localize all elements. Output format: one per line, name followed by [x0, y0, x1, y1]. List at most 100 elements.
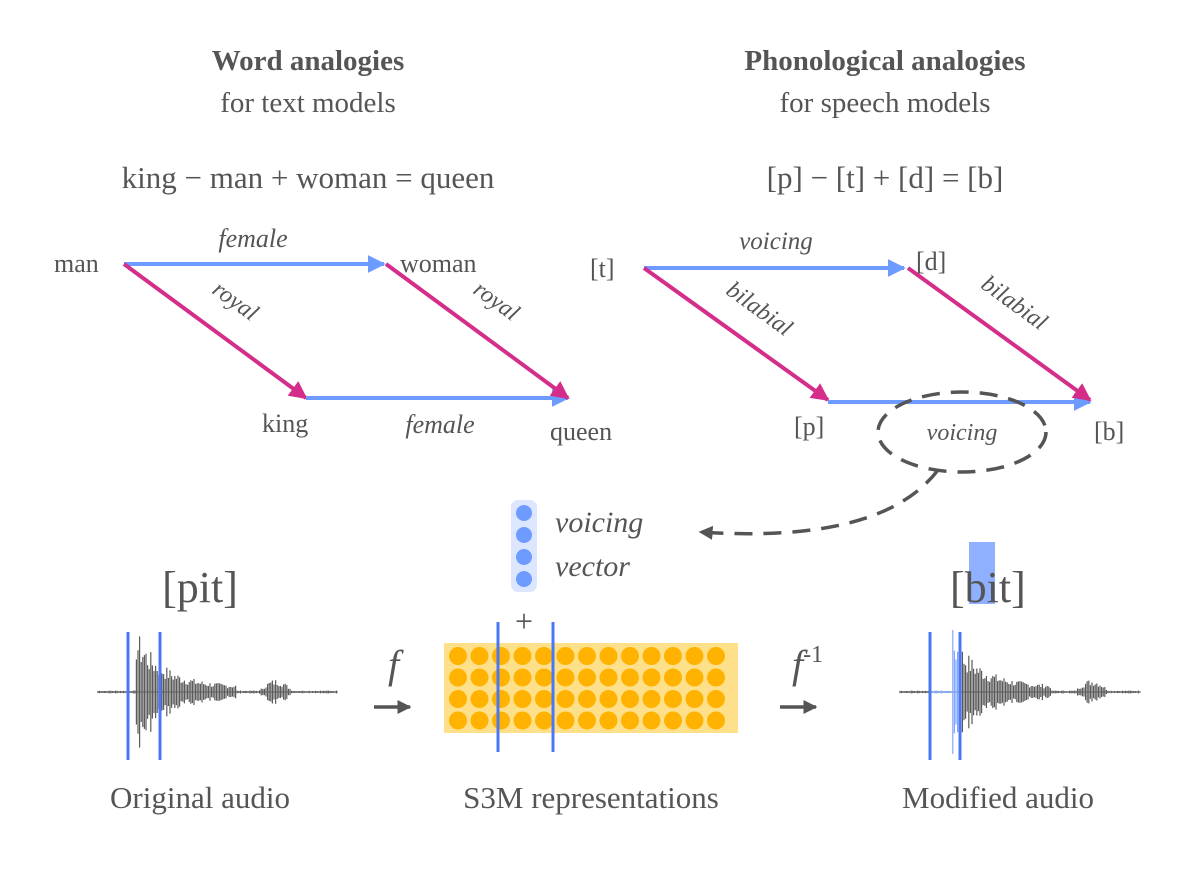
representation-cell: [556, 647, 575, 665]
vector-cell: [516, 571, 532, 587]
representation-cell: [556, 711, 575, 730]
royal-edge-right: [384, 262, 570, 400]
output-word-open-bracket: [: [950, 563, 965, 612]
representation-cell: [578, 711, 596, 730]
output-word-changed-phoneme: b: [965, 563, 987, 612]
representation-cell: [642, 668, 661, 687]
representation-cell: [685, 647, 704, 665]
representation-cell: [707, 711, 725, 730]
vector-label-vector: vector: [555, 550, 630, 583]
label-royal-right: royal: [468, 276, 524, 326]
representation-cell: [599, 647, 618, 665]
representation-cell: [707, 647, 725, 665]
representation-cell: [664, 690, 682, 708]
representation-cell: [578, 668, 596, 687]
extract-vector-arrow: [698, 468, 940, 540]
vector-cell: [516, 549, 532, 565]
representation-cell: [535, 647, 553, 665]
representation-cell: [449, 711, 467, 730]
royal-edge-left: [122, 262, 308, 400]
forward-function-label: f: [388, 642, 404, 687]
inverse-function-label: f-1: [792, 642, 823, 687]
voicing-vector: voicing vector +: [511, 500, 643, 639]
representation-cell: [621, 711, 639, 730]
representation-cell: [470, 668, 489, 687]
representation-cell: [599, 690, 618, 708]
label-voicing-top: voicing: [739, 228, 813, 255]
representation-cell: [513, 668, 532, 687]
representation-cell: [449, 668, 467, 687]
representation-cell: [578, 690, 596, 708]
representation-cell: [642, 690, 661, 708]
word-equation: king − man + woman = queen: [122, 160, 495, 195]
representation-cell: [578, 647, 596, 665]
representation-cell: [492, 668, 510, 687]
node-queen: queen: [550, 417, 612, 446]
representation-cell: [492, 647, 510, 665]
s3m-representation-grid: [444, 643, 738, 733]
label-royal-left: royal: [207, 276, 263, 326]
label-female-bottom: female: [405, 410, 474, 439]
output-word-text: [bit]: [950, 563, 1026, 612]
representation-cell: [535, 690, 553, 708]
representation-cell: [685, 711, 704, 730]
bilabial-edge-left: [642, 266, 830, 402]
phonological-analogies-subtitle: for speech models: [780, 87, 991, 119]
node-man: man: [54, 249, 99, 278]
representation-cell: [707, 668, 725, 687]
phonological-analogies-title: Phonological analogies: [744, 45, 1025, 77]
representation-cell: [599, 711, 618, 730]
representation-cell: [470, 647, 489, 665]
node-b: [b]: [1094, 417, 1124, 446]
modified-audio-caption: Modified audio: [902, 780, 1094, 815]
representation-cell: [664, 647, 682, 665]
vector-label-voicing: voicing: [555, 506, 643, 539]
representation-cell: [513, 690, 532, 708]
node-woman: woman: [400, 249, 477, 278]
representation-cell: [621, 647, 639, 665]
representation-cell: [642, 647, 661, 665]
word-analogies-subtitle: for text models: [220, 87, 396, 119]
representation-cell: [707, 690, 725, 708]
representation-cell: [664, 711, 682, 730]
word-analogies-panel: Word analogies for text models king − ma…: [54, 45, 612, 446]
representation-cell: [449, 690, 467, 708]
representation-cell: [556, 668, 575, 687]
representation-cell: [621, 668, 639, 687]
representation-cell: [685, 690, 704, 708]
bilabial-edge-right: [906, 266, 1092, 402]
label-voicing-bottom: voicing: [927, 420, 998, 446]
modified-waveform: [899, 630, 1141, 754]
representation-cell: [535, 711, 553, 730]
original-audio-caption: Original audio: [110, 780, 290, 815]
inverse-superscript: -1: [803, 642, 823, 668]
output-word: [bit]: [950, 542, 1026, 612]
representation-cell: [513, 647, 532, 665]
representation-cell: [621, 690, 639, 708]
s3m-representations-caption: S3M representations: [463, 780, 719, 815]
representation-cell: [492, 690, 510, 708]
node-king: king: [262, 409, 308, 438]
node-t: [t]: [590, 254, 615, 283]
vector-background: [511, 500, 537, 592]
voicing-highlight-ellipse: [876, 390, 1048, 474]
node-d: [d]: [916, 247, 946, 276]
vector-cell: [516, 527, 532, 543]
representation-cell: [513, 711, 532, 730]
phonological-analogies-panel: Phonological analogies for speech models…: [590, 45, 1124, 540]
phoneme-highlight: [969, 542, 995, 604]
representation-cell: [685, 668, 704, 687]
word-analogies-title: Word analogies: [212, 45, 405, 77]
representation-cell: [642, 711, 661, 730]
representation-cell: [599, 668, 618, 687]
node-p: [p]: [794, 412, 824, 441]
vector-cell: [516, 505, 532, 521]
output-word-rest: it]: [987, 563, 1026, 612]
plus-sign: +: [515, 603, 533, 639]
input-word: [pit]: [162, 563, 238, 612]
representation-cell: [449, 647, 467, 665]
representation-cell: [535, 668, 553, 687]
label-female-top: female: [218, 224, 287, 253]
representation-cell: [470, 711, 489, 730]
